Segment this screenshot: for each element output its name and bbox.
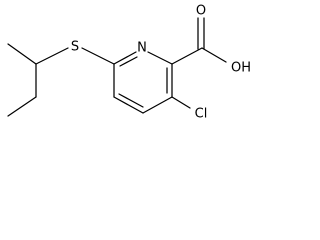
ring-bond-c6-n1 [113,51,137,65]
oxygen-atom-label: O [196,4,206,19]
nitrogen-atom-label: N [137,41,147,56]
bond-c2-carboxyl [171,47,203,65]
ring-bond-c6-n1-inner [119,56,138,67]
ring-bond-c4-c5-inner [118,93,144,108]
ring-bond-c3-c4 [142,96,173,114]
bond-c3-chlorine [171,96,191,109]
chemical-structure-diagram: N S Cl O OH [7,4,251,122]
sulfur-atom-label: S [71,40,79,55]
bond-carboxyl-hydroxyl [201,47,227,63]
carboxylic-acid-group [171,17,227,65]
ring-bond-c4-c5 [113,96,144,114]
bond-ch-sulfur [35,47,69,65]
bond-ch2-ch3 [7,96,37,117]
hydroxyl-atom-label: OH [231,61,251,76]
chlorine-atom-label: Cl [195,107,208,122]
ring-bond-n1-c2 [147,51,173,65]
bond-methyl-ch [7,43,37,65]
sec-butyl-group [7,43,69,117]
bond-sulfur-ring [81,47,115,65]
pyridine-ring [113,51,173,114]
